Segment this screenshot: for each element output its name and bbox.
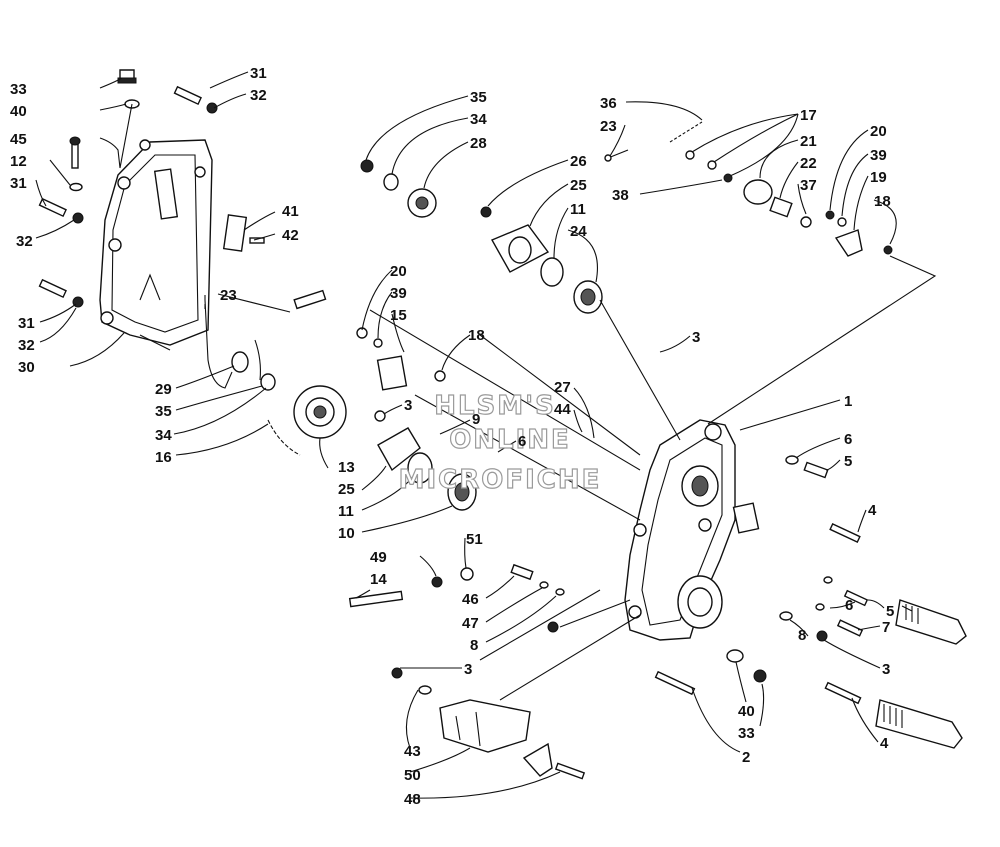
main-housing <box>624 419 760 641</box>
callout-label: 21 <box>800 133 817 150</box>
callout-label: 31 <box>250 65 267 82</box>
callout-label: 3 <box>404 397 412 414</box>
callout-label: 3 <box>692 329 700 346</box>
callout-label: 34 <box>470 111 487 128</box>
shafts <box>875 599 967 749</box>
watermark-line-2: ONLINE <box>449 425 571 455</box>
callout-label: 6 <box>845 597 853 614</box>
callout-label: 8 <box>470 637 478 654</box>
callout-label: 25 <box>570 177 587 194</box>
callout-label: 20 <box>870 123 887 140</box>
callout-label: 8 <box>798 627 806 644</box>
callout-label: 9 <box>472 411 480 428</box>
callout-label: 33 <box>10 81 27 98</box>
callout-label: 4 <box>868 502 877 519</box>
callout-label: 33 <box>738 725 755 742</box>
callout-label: 40 <box>10 103 27 120</box>
callout-label: 35 <box>155 403 172 420</box>
chain-case-cover <box>99 139 213 346</box>
callout-label: 31 <box>18 315 35 332</box>
callout-label: 35 <box>470 89 487 106</box>
callout-label: 18 <box>468 327 485 344</box>
callout-label: 14 <box>370 571 387 588</box>
callout-label: 24 <box>570 223 587 240</box>
callout-label: 49 <box>370 549 387 566</box>
callout-label: 15 <box>390 307 407 324</box>
linkage-group <box>604 121 893 257</box>
callout-label: 7 <box>882 619 890 636</box>
callout-label: 34 <box>155 427 172 444</box>
callout-label: 5 <box>844 453 852 470</box>
callout-label: 18 <box>874 193 891 210</box>
callout-label: 42 <box>282 227 299 244</box>
callout-label: 26 <box>570 153 587 170</box>
callout-label: 3 <box>882 661 890 678</box>
callout-label: 11 <box>570 201 586 218</box>
leader-lines <box>35 71 937 799</box>
callout-label: 6 <box>518 433 526 450</box>
callout-label: 43 <box>404 743 421 760</box>
callout-label: 50 <box>404 767 421 784</box>
callout-label: 41 <box>282 203 299 220</box>
callout-label: 16 <box>155 449 172 466</box>
callout-label: 25 <box>338 481 355 498</box>
watermark-line-3: MICROFICHE <box>399 465 602 495</box>
callout-label: 12 <box>10 153 27 170</box>
sprocket-group-left <box>204 289 477 511</box>
sprocket-group-top <box>360 159 603 314</box>
callout-label: 22 <box>800 155 817 172</box>
callout-label: 32 <box>16 233 33 250</box>
callout-label: 51 <box>466 531 483 548</box>
callout-label: 44 <box>554 401 571 418</box>
callout-label: 4 <box>880 735 889 752</box>
callout-label: 32 <box>250 87 267 104</box>
callout-label: 6 <box>844 431 852 448</box>
callout-labels: 33 40 45 12 31 32 31 32 30 31 32 41 42 2… <box>10 65 894 808</box>
watermark: HLSM'S ONLINE MICROFICHE <box>398 390 602 495</box>
callout-label: 39 <box>390 285 407 302</box>
callout-label: 48 <box>404 791 421 808</box>
callout-label: 27 <box>554 379 571 396</box>
callout-label: 36 <box>600 95 617 112</box>
callout-label: 23 <box>220 287 237 304</box>
callout-label: 10 <box>338 525 355 542</box>
callout-label: 29 <box>155 381 172 398</box>
callout-label: 30 <box>18 359 35 376</box>
window-gasket <box>222 214 248 252</box>
callout-label: 45 <box>10 131 27 148</box>
callout-label: 2 <box>742 749 750 766</box>
callout-label: 37 <box>800 177 817 194</box>
left-hardware <box>38 69 265 308</box>
callout-label: 39 <box>870 147 887 164</box>
bottom-left-group <box>348 563 586 780</box>
callout-label: 46 <box>462 591 479 608</box>
callout-label: 40 <box>738 703 755 720</box>
callout-label: 47 <box>462 615 479 632</box>
callout-label: 23 <box>600 118 617 135</box>
callout-label: 3 <box>464 661 472 678</box>
callout-label: 17 <box>800 107 817 124</box>
callout-label: 20 <box>390 263 407 280</box>
callout-label: 11 <box>338 503 354 520</box>
callout-label: 19 <box>870 169 887 186</box>
callout-label: 32 <box>18 337 35 354</box>
callout-label: 38 <box>612 187 629 204</box>
callout-label: 28 <box>470 135 487 152</box>
watermark-line-1: HLSM'S <box>434 391 556 421</box>
callout-label: 13 <box>338 459 355 476</box>
callout-label: 1 <box>844 393 852 410</box>
callout-label: 31 <box>10 175 27 192</box>
callout-label: 5 <box>886 603 894 620</box>
